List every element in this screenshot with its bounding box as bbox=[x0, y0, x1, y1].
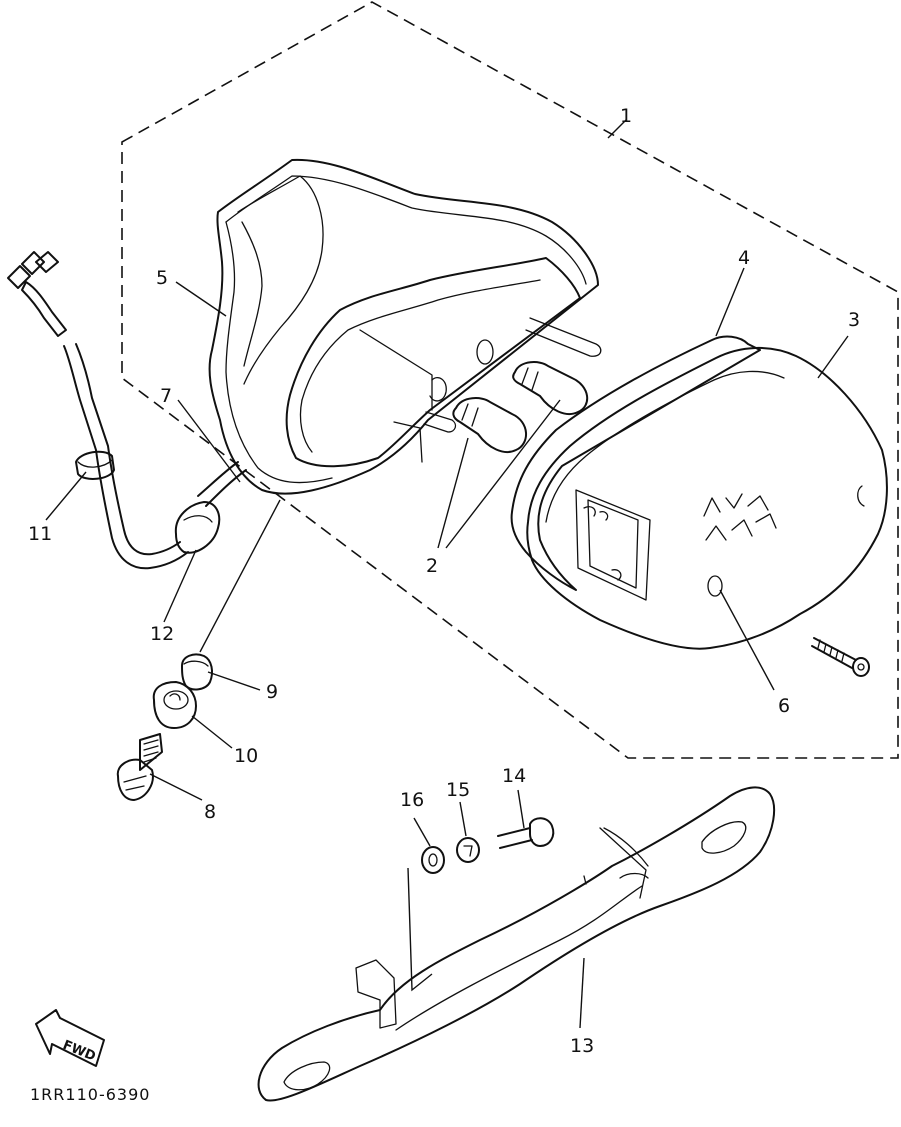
callouts: 1 2 3 4 5 6 7 8 9 10 11 12 13 14 15 16 bbox=[28, 105, 860, 1057]
callout-8: 8 bbox=[204, 801, 216, 823]
part-2-bulb-lower bbox=[452, 397, 527, 453]
callout-10: 10 bbox=[234, 745, 258, 767]
wire-harness bbox=[7, 251, 247, 570]
leader-lines bbox=[45, 119, 849, 1029]
callout-6: 6 bbox=[778, 695, 790, 717]
part-13-bracket bbox=[257, 786, 776, 1102]
part-10-damper bbox=[152, 681, 197, 729]
part-11-wire-grommet bbox=[75, 450, 115, 480]
part-6-screw bbox=[811, 637, 870, 677]
part-14-bolt bbox=[497, 817, 555, 849]
part-4-gasket bbox=[510, 335, 761, 591]
callout-4: 4 bbox=[738, 247, 750, 269]
fwd-arrow-icon: FWD bbox=[35, 1009, 105, 1067]
callout-13: 13 bbox=[570, 1035, 594, 1057]
fwd-label: FWD bbox=[61, 1038, 98, 1065]
callout-2: 2 bbox=[426, 555, 438, 577]
part-16-washer bbox=[421, 846, 445, 874]
callout-11: 11 bbox=[28, 523, 52, 545]
callout-9: 9 bbox=[266, 681, 278, 703]
part-12-grommet bbox=[174, 501, 221, 554]
part-15-washer bbox=[456, 837, 480, 863]
callout-3: 3 bbox=[848, 309, 860, 331]
part-8-bolt bbox=[116, 733, 163, 801]
part-5-lamp-housing bbox=[208, 158, 602, 495]
part-3-lens bbox=[526, 347, 888, 650]
callout-1: 1 bbox=[620, 105, 632, 127]
callout-5: 5 bbox=[156, 267, 168, 289]
drawing-code: 1RR110-6390 bbox=[30, 1085, 150, 1104]
callout-12: 12 bbox=[150, 623, 174, 645]
part-2-bulb-upper bbox=[512, 361, 588, 415]
callout-14: 14 bbox=[502, 765, 526, 787]
part-9-cap bbox=[181, 653, 213, 691]
callout-7: 7 bbox=[160, 385, 172, 407]
callout-16: 16 bbox=[400, 789, 424, 811]
callout-15: 15 bbox=[446, 779, 470, 801]
assembly-boundary bbox=[121, 1, 899, 759]
